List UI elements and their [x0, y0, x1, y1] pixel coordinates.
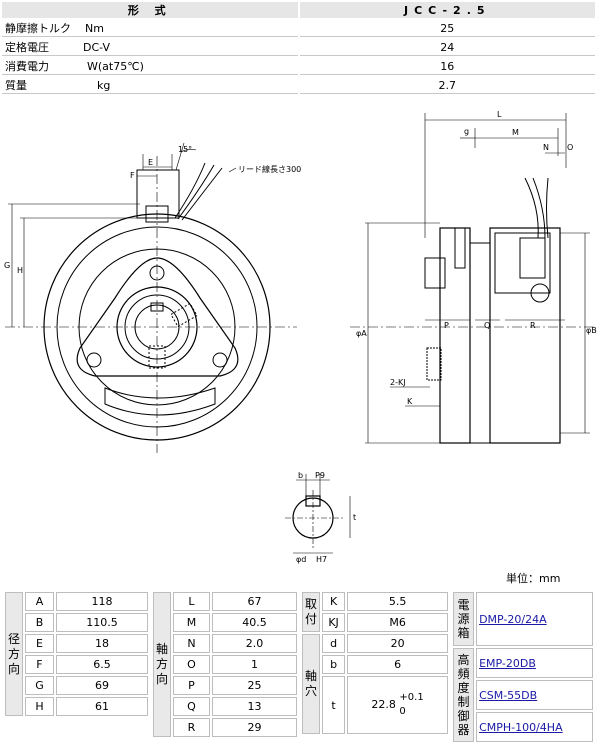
- axial-value: 2.0: [211, 634, 297, 653]
- label-f: F: [130, 171, 135, 180]
- label-o: O: [567, 143, 573, 152]
- spec-value-torque: 25: [299, 20, 595, 37]
- radial-key: B: [25, 613, 54, 632]
- radial-key: G: [25, 676, 54, 695]
- label-k: K: [407, 397, 413, 406]
- label-h7: H7: [316, 555, 327, 564]
- radial-key: H: [25, 697, 54, 716]
- radial-value: 110.5: [55, 613, 148, 632]
- spec-value-mass: 2.7: [299, 77, 595, 94]
- radial-value: 118: [55, 592, 148, 611]
- shaft-value: 20: [347, 634, 448, 653]
- front-view: [5, 142, 297, 453]
- radial-value: 6.5: [55, 655, 148, 674]
- shaft-t-upper: +0.1: [399, 692, 424, 703]
- axial-key: Q: [173, 697, 210, 716]
- label-l: L: [497, 110, 502, 119]
- mount-key: K: [322, 592, 346, 611]
- controller-label: 高頻度制御器: [453, 648, 475, 742]
- shaft-key: t: [322, 676, 346, 734]
- keyway-view: [285, 474, 351, 554]
- mount-value: M6: [347, 613, 448, 632]
- mount-side-label: 取付: [302, 592, 320, 632]
- control-table: 電源箱 DMP-20/24A 高頻度制御器 EMP-20DB CSM-55DB …: [451, 590, 595, 744]
- axial-key: P: [173, 676, 210, 695]
- label-phi-a: φA: [356, 329, 367, 338]
- spec-header-model: 形 式: [2, 2, 298, 18]
- spec-header-code: JCC-2.5: [299, 2, 595, 18]
- axial-key: M: [173, 613, 210, 632]
- axial-value: 67: [211, 592, 297, 611]
- mount-value: 5.5: [347, 592, 448, 611]
- axial-key: N: [173, 634, 210, 653]
- power-box-label: 電源箱: [453, 592, 475, 646]
- mount-key: KJ: [322, 613, 346, 632]
- axial-key: R: [173, 718, 210, 737]
- axial-side-label: 軸方向: [153, 592, 171, 737]
- shaft-side-label: 軸穴: [302, 634, 320, 734]
- label-m: M: [512, 128, 519, 137]
- axial-value: 29: [211, 718, 297, 737]
- axial-key: L: [173, 592, 210, 611]
- label-t: t: [353, 513, 356, 522]
- axial-key: O: [173, 655, 210, 674]
- radial-value: 61: [55, 697, 148, 716]
- radial-side-label: 径方向: [5, 592, 23, 716]
- label-g-small: g: [464, 127, 469, 136]
- axial-value: 13: [211, 697, 297, 716]
- radial-value: 69: [55, 676, 148, 695]
- spec-value-voltage: 24: [299, 39, 595, 56]
- label-e: E: [148, 158, 153, 167]
- label-g: G: [4, 261, 10, 270]
- shaft-key: b: [322, 655, 346, 674]
- shaft-key: d: [322, 634, 346, 653]
- link-dmp-20-24a[interactable]: DMP-20/24A: [476, 592, 593, 646]
- label-r: R: [530, 321, 536, 330]
- label-phi-b: φB: [586, 326, 597, 335]
- radial-key: E: [25, 634, 54, 653]
- label-p: P: [444, 321, 449, 330]
- drawing-labels: E F 15° リード線長さ300 G H L g M N O φA φB P …: [4, 110, 597, 564]
- shaft-value: 6: [347, 655, 448, 674]
- label-p9: P9: [315, 471, 325, 480]
- spec-value-power: 16: [299, 58, 595, 75]
- axial-value: 40.5: [211, 613, 297, 632]
- shaft-t-lower: 0: [399, 706, 406, 717]
- label-phi-d: φd: [296, 555, 306, 564]
- label-q: Q: [484, 321, 490, 330]
- link-cmph-100-4ha[interactable]: CMPH-100/4HA: [476, 712, 593, 742]
- side-view: [350, 113, 597, 444]
- label-kj: 2-KJ: [390, 378, 406, 387]
- link-emp-20db[interactable]: EMP-20DB: [476, 648, 593, 678]
- shaft-t-value: 22.8 +0.1 0: [347, 676, 448, 734]
- radial-value: 18: [55, 634, 148, 653]
- label-h: H: [17, 266, 23, 275]
- label-b: b: [298, 471, 303, 480]
- label-angle: 15°: [178, 145, 192, 154]
- unit-note: 単位：mm: [506, 572, 561, 585]
- link-csm-55db[interactable]: CSM-55DB: [476, 680, 593, 710]
- shaft-t-base: 22.8: [371, 698, 396, 711]
- axial-value: 1: [211, 655, 297, 674]
- axial-value: 25: [211, 676, 297, 695]
- label-n: N: [543, 143, 549, 152]
- clutch-drawing: E F 15° リード線長さ300 G H L g M N O φA φB P …: [4, 110, 597, 564]
- radial-key: A: [25, 592, 54, 611]
- label-lead: リード線長さ300: [238, 164, 301, 174]
- radial-key: F: [25, 655, 54, 674]
